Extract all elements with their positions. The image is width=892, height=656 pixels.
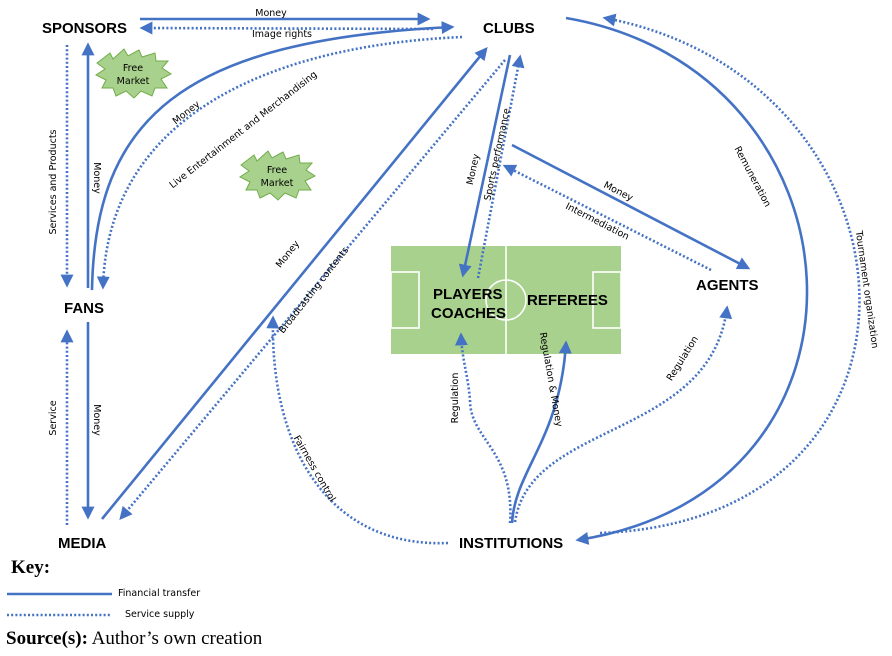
arrow-media-clubs-money bbox=[100, 46, 488, 520]
node-media: MEDIA bbox=[58, 535, 107, 552]
free-market-text-2a: Free bbox=[267, 165, 287, 176]
field-center-circle bbox=[485, 279, 527, 321]
arrow-institutions-referees bbox=[510, 340, 572, 524]
label-media-fans-service: Service bbox=[48, 400, 59, 435]
arrow-clubs-institutions-remuneration bbox=[565, 16, 809, 545]
label-institutions-players-regulation: Regulation bbox=[450, 373, 461, 424]
label-clubs-sponsors-image: Image rights bbox=[252, 29, 312, 40]
football-field bbox=[390, 246, 622, 354]
node-agents: AGENTS bbox=[696, 277, 759, 294]
arrow-fans-clubs-money bbox=[90, 21, 455, 291]
arrow-institutions-media-fairness bbox=[266, 315, 449, 545]
label-sponsors-fans-services: Services and Products bbox=[48, 129, 59, 234]
node-coaches: COACHES bbox=[431, 305, 506, 322]
label-clubs-players-money: Money bbox=[465, 153, 482, 186]
free-market-blob-2: Free Market bbox=[239, 150, 316, 201]
free-market-text-1a: Free bbox=[123, 63, 143, 74]
arrow-clubs-fans-live bbox=[96, 35, 463, 290]
key-title: Key: bbox=[11, 557, 51, 578]
source-text: Author’s own creation bbox=[87, 628, 263, 649]
field-right-box bbox=[592, 271, 622, 329]
label-sponsors-clubs-money: Money bbox=[255, 8, 287, 19]
label-fans-clubs-money: Money bbox=[171, 99, 203, 127]
arrow-clubs-media-broadcast bbox=[119, 59, 506, 520]
label-fans-sponsors-money: Money bbox=[91, 162, 102, 194]
label-players-clubs-sports: Sports performance bbox=[482, 107, 512, 202]
source-caption: Source(s): Author’s own creation bbox=[6, 628, 262, 650]
key-service-label: Service supply bbox=[125, 609, 195, 620]
node-institutions: INSTITUTIONS bbox=[459, 535, 563, 552]
free-market-text-1b: Market bbox=[117, 76, 150, 87]
arrow-clubs-agents-money bbox=[511, 143, 751, 270]
arrow-institutions-clubs-tournament bbox=[599, 13, 861, 535]
arrow-clubs-players-money bbox=[458, 54, 512, 278]
key-financial-label: Financial transfer bbox=[118, 588, 201, 599]
arrow-institutions-agents-regulation bbox=[513, 305, 733, 523]
label-media-clubs-money: Money bbox=[274, 238, 302, 270]
node-referees: REFEREES bbox=[527, 292, 608, 309]
node-players: PLAYERS bbox=[433, 286, 502, 303]
node-clubs: CLUBS bbox=[483, 20, 535, 37]
arrow-agents-clubs-intermediation bbox=[502, 164, 712, 272]
node-sponsors: SPONSORS bbox=[42, 20, 127, 37]
free-market-blob-1: Free Market bbox=[95, 48, 172, 99]
field-left-box bbox=[390, 271, 420, 329]
label-agents-clubs-intermediation: Intermediation bbox=[563, 201, 630, 243]
arrow-institutions-players-regulation bbox=[454, 332, 512, 524]
node-fans: FANS bbox=[64, 300, 104, 317]
label-clubs-institutions-remuneration: Remuneration bbox=[732, 145, 773, 209]
label-institutions-media-fairness: Fairness control bbox=[291, 434, 338, 504]
label-fans-media-money: Money bbox=[91, 404, 102, 436]
source-label: Source(s): bbox=[6, 628, 88, 649]
free-market-text-2b: Market bbox=[261, 178, 294, 189]
